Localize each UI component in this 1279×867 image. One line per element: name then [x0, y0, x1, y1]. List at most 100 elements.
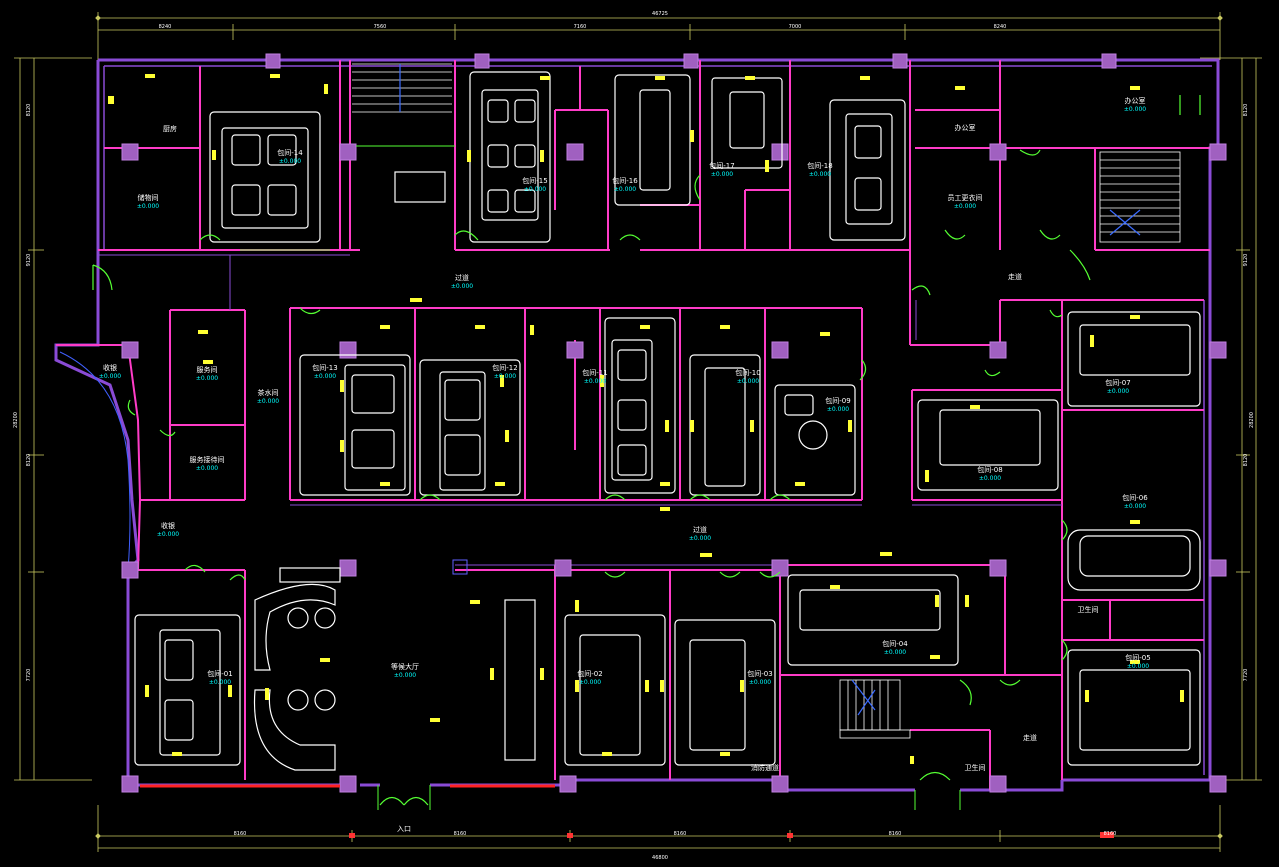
corridor-lower-label: 过道 [693, 525, 707, 534]
room-label-baojian-08: 包间-08 [977, 465, 1002, 474]
room-label-baojian-06: 包间-06 [1122, 493, 1148, 502]
room-label-top-right-office: 办公室 [1125, 96, 1146, 105]
dim-bottom-seg-5: 8160 [1104, 831, 1117, 837]
dim-bottom-seg-1: 8160 [234, 831, 247, 837]
room-level-baojian-12: ±0.000 [494, 373, 516, 380]
room-label-baojian-12: 包间-12 [492, 363, 517, 372]
room-label-walkway-2: 走道 [1008, 272, 1022, 281]
room-label-restroom-2: 卫生间 [965, 763, 986, 772]
entrance-label: 入口 [397, 825, 411, 833]
room-label-baojian-07: 包间-07 [1105, 378, 1130, 387]
room-level-baojian-02: ±0.000 [579, 679, 601, 686]
room-label-baojian-10: 包间-10 [735, 368, 760, 377]
dim-left-seg-3: 8120 [26, 454, 32, 467]
furniture [134, 63, 1201, 771]
dim-right-seg-3: 8120 [1243, 454, 1249, 467]
fixtures [108, 74, 1184, 764]
dimension-ticks [95, 15, 1223, 839]
reception-curve-wall [56, 344, 142, 571]
room-label-baojian-04: 包间-04 [882, 639, 908, 648]
room-labels: 包间-14 ±0.000 包间-15 ±0.000 包间-16 ±0.000 包… [99, 96, 1151, 833]
dim-top-seg-2: 7560 [374, 24, 387, 30]
room-level-baojian-18: ±0.000 [809, 171, 831, 178]
room-label-baojian-15: 包间-15 [522, 176, 547, 185]
room-level-baojian-03: ±0.000 [749, 679, 771, 686]
room-level-reception: ±0.000 [196, 465, 218, 472]
room-level-baojian-09: ±0.000 [827, 406, 849, 413]
room-label-baojian-11: 包间-11 [582, 368, 607, 377]
room-label-cashier-2: 收银 [161, 521, 175, 530]
room-label-restroom: 卫生间 [1078, 605, 1099, 614]
room-level-cashier: ±0.000 [99, 373, 121, 380]
dim-right-seg-1: 8120 [1243, 104, 1249, 117]
door-frames [240, 145, 961, 810]
corridor-lower-level: ±0.000 [689, 535, 711, 542]
room-label-baojian-16: 包间-16 [612, 176, 638, 185]
room-label-baojian-02: 包间-02 [577, 669, 602, 678]
dim-top-seg-4: 7000 [789, 24, 802, 30]
room-level-baojian-17: ±0.000 [711, 171, 733, 178]
room-level-baojian-13: ±0.000 [314, 373, 336, 380]
room-label-baojian-03: 包间-03 [747, 669, 772, 678]
room-label-baojian-05: 包间-05 [1125, 653, 1150, 662]
room-level-baojian-01: ±0.000 [209, 679, 231, 686]
room-label-fire-exit: 消防通道 [751, 763, 779, 772]
room-label-lobby: 等候大厅 [391, 662, 419, 671]
dim-top-seg-5: 8240 [994, 24, 1007, 30]
room-label-office: 办公室 [955, 123, 976, 132]
room-level-baojian-15: ±0.000 [524, 186, 546, 193]
room-label-kitchen: 厨房 [163, 124, 177, 133]
room-level-baojian-07: ±0.000 [1107, 388, 1129, 395]
dim-left-overall: 28200 [13, 412, 19, 428]
room-label-baojian-13: 包间-13 [312, 363, 337, 372]
curved-glass-facade [59, 351, 131, 571]
room-label-staff-changing: 员工更衣间 [948, 193, 983, 202]
room-level-service: ±0.000 [196, 375, 218, 382]
dim-left-seg-1: 8120 [26, 104, 32, 117]
room-label-baojian-01: 包间-01 [207, 669, 232, 678]
dim-right-seg-4: 7720 [1243, 669, 1249, 682]
room-label-walkway: 走道 [1023, 733, 1037, 742]
dim-bottom-seg-2: 8160 [454, 831, 467, 837]
room-level-baojian-16: ±0.000 [614, 186, 636, 193]
outer-walls-inner-line [103, 65, 1212, 775]
room-level-top-right-office: ±0.000 [1124, 106, 1146, 113]
dim-top-overall: 46725 [652, 11, 668, 17]
room-level-cashier-2: ±0.000 [157, 531, 179, 538]
room-level-storage: ±0.000 [137, 203, 159, 210]
corridor-upper-level: ±0.000 [451, 283, 473, 290]
room-label-tea: 茶水间 [258, 388, 279, 397]
room-level-baojian-10: ±0.000 [737, 378, 759, 385]
dim-top-seg-3: 7160 [574, 24, 587, 30]
room-level-staff-changing: ±0.000 [954, 203, 976, 210]
room-label-baojian-09: 包间-09 [825, 396, 850, 405]
dim-right-overall: 28200 [1249, 412, 1255, 428]
room-label-baojian-17: 包间-17 [709, 161, 734, 170]
room-level-baojian-14: ±0.000 [279, 158, 301, 165]
room-level-tea: ±0.000 [257, 398, 279, 405]
doors [92, 95, 1201, 806]
dim-top-seg-1: 8240 [159, 24, 172, 30]
corridor-upper-label: 过道 [455, 273, 469, 282]
room-label-storage: 储物间 [138, 193, 159, 202]
dim-bottom-overall: 46800 [652, 855, 668, 861]
secondary-partitions [98, 254, 1062, 566]
room-level-baojian-05: ±0.000 [1127, 663, 1149, 670]
room-label-service: 服务间 [197, 365, 218, 374]
dim-right-seg-2: 9120 [1243, 254, 1249, 267]
room-level-baojian-11: ±0.000 [584, 378, 606, 385]
room-label-baojian-18: 包间-18 [807, 161, 832, 170]
dim-left-seg-2: 9120 [26, 254, 32, 267]
room-level-baojian-06: ±0.000 [1124, 503, 1146, 510]
room-label-baojian-14: 包间-14 [277, 148, 303, 157]
stair-arrows [399, 64, 1141, 716]
room-level-lobby: ±0.000 [394, 672, 416, 679]
room-label-reception: 服务接待间 [190, 455, 225, 464]
room-level-baojian-08: ±0.000 [979, 475, 1001, 482]
room-level-baojian-04: ±0.000 [884, 649, 906, 656]
room-label-cashier: 收银 [103, 363, 117, 372]
dim-bottom-seg-4: 8160 [889, 831, 902, 837]
dim-left-seg-4: 7720 [26, 669, 32, 682]
dim-bottom-seg-3: 8160 [674, 831, 687, 837]
